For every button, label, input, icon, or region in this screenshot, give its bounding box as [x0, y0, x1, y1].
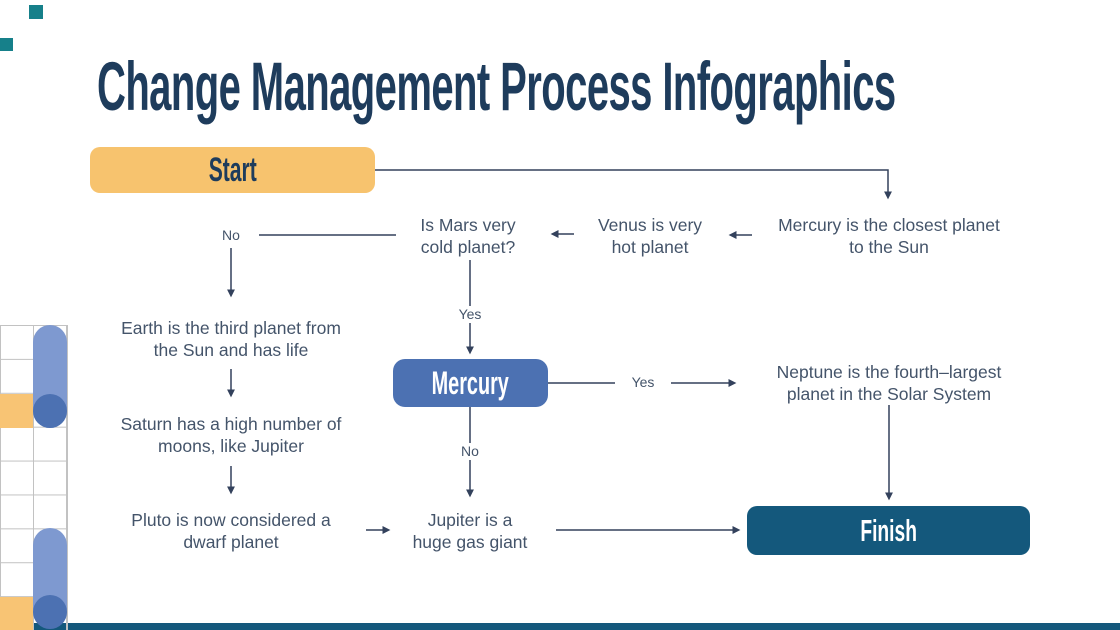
node-text-pluto: Pluto is now considered a dwarf planet	[131, 510, 331, 552]
node-text-mercury-closest: Mercury is the closest planet to the Sun	[778, 215, 1000, 257]
mercury-node-label: Mercury	[431, 364, 510, 401]
start-node-label: Start	[208, 150, 257, 189]
node-text-neptune: Neptune is the fourth–largest planet in …	[776, 362, 1002, 404]
node-text-jupiter: Jupiter is a huge gas giant	[412, 510, 528, 552]
finish-node-label: Finish	[860, 512, 917, 548]
bottom-accent-bar	[0, 623, 1120, 630]
start-node[interactable]: Start	[90, 147, 375, 193]
slide-title: Change Management Process Infographics	[97, 48, 896, 125]
teal-square-1	[29, 5, 43, 19]
grid-cell-orange-2	[0, 597, 33, 630]
teal-square-2	[0, 38, 13, 51]
edge-label-no-mercury: No	[442, 443, 498, 460]
edge-label-yes-mercury: Yes	[615, 374, 671, 391]
edge-label-yes-mars: Yes	[442, 306, 498, 323]
node-text-mars: Is Mars very cold planet?	[420, 215, 516, 257]
mercury-node[interactable]: Mercury	[393, 359, 548, 407]
node-text-saturn: Saturn has a high number of moons, like …	[120, 414, 342, 456]
node-text-earth: Earth is the third planet from the Sun a…	[121, 318, 341, 360]
finish-node[interactable]: Finish	[747, 506, 1030, 555]
decor-pill-cap-1	[33, 394, 67, 428]
node-text-venus: Venus is very hot planet	[597, 215, 703, 257]
decor-pill-cap-2	[33, 595, 67, 629]
grid-cell-orange-1	[0, 394, 33, 428]
edge-label-no-mars: No	[203, 227, 259, 244]
